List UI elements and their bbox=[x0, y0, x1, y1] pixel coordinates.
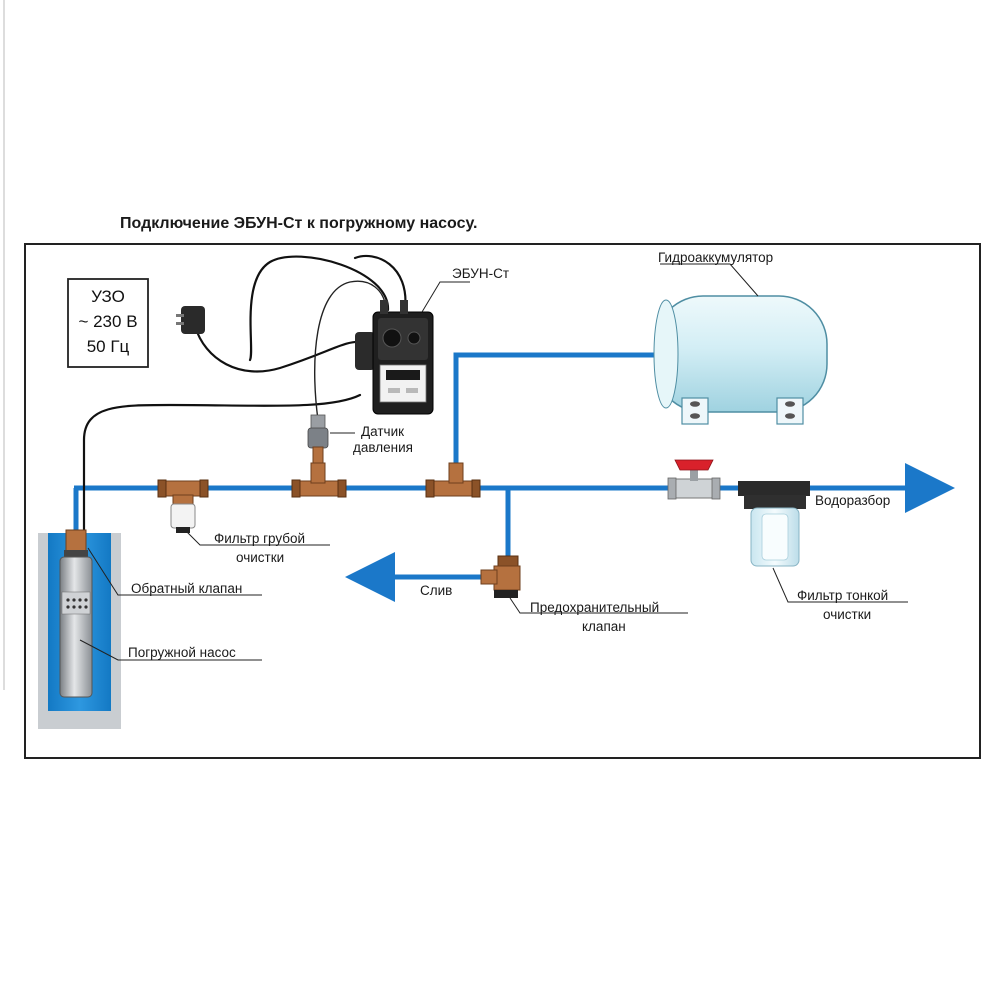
submersible-pump bbox=[59, 550, 93, 698]
power-box-line-2: ~ 230 В bbox=[78, 312, 137, 331]
pressure-sensor bbox=[307, 414, 329, 466]
fine-filter bbox=[738, 481, 810, 567]
label-safety-valve-2: клапан bbox=[582, 619, 626, 634]
label-controller: ЭБУН-Ст bbox=[452, 266, 509, 281]
sensor-tee bbox=[291, 462, 347, 498]
safety-valve bbox=[480, 555, 521, 598]
coarse-filter bbox=[157, 479, 209, 533]
label-submersible-pump: Погружной насос bbox=[128, 645, 236, 660]
cables bbox=[82, 254, 407, 542]
label-safety-valve-1: Предохранительный bbox=[530, 600, 659, 615]
power-plug-icon bbox=[176, 306, 205, 334]
diagram-frame bbox=[24, 243, 981, 759]
label-coarse-filter-1: Фильтр грубой bbox=[214, 531, 305, 546]
diagram-title: Подключение ЭБУН-Ст к погружному насосу. bbox=[120, 215, 477, 232]
accumulator-tee bbox=[425, 462, 481, 498]
label-fine-filter-2: очистки bbox=[823, 607, 871, 622]
label-accumulator: Гидроаккумулятор bbox=[658, 250, 773, 265]
label-drain: Слив bbox=[420, 583, 452, 598]
label-check-valve: Обратный клапан bbox=[131, 581, 242, 596]
leader-lines bbox=[79, 263, 908, 661]
hydro-accumulator bbox=[653, 295, 828, 425]
check-valve bbox=[65, 529, 87, 553]
power-box: УЗО ~ 230 В 50 Гц bbox=[67, 278, 149, 368]
power-box-line-1: УЗО bbox=[91, 287, 125, 306]
label-pressure-sensor-1: Датчик bbox=[361, 424, 404, 439]
label-water-outlet: Водоразбор bbox=[815, 493, 890, 508]
power-box-line-3: 50 Гц bbox=[87, 337, 130, 356]
label-fine-filter-1: Фильтр тонкой bbox=[797, 588, 888, 603]
label-pressure-sensor-2: давления bbox=[353, 440, 413, 455]
label-coarse-filter-2: очистки bbox=[236, 550, 284, 565]
controller-ebun bbox=[355, 300, 434, 415]
ball-valve bbox=[667, 459, 721, 500]
